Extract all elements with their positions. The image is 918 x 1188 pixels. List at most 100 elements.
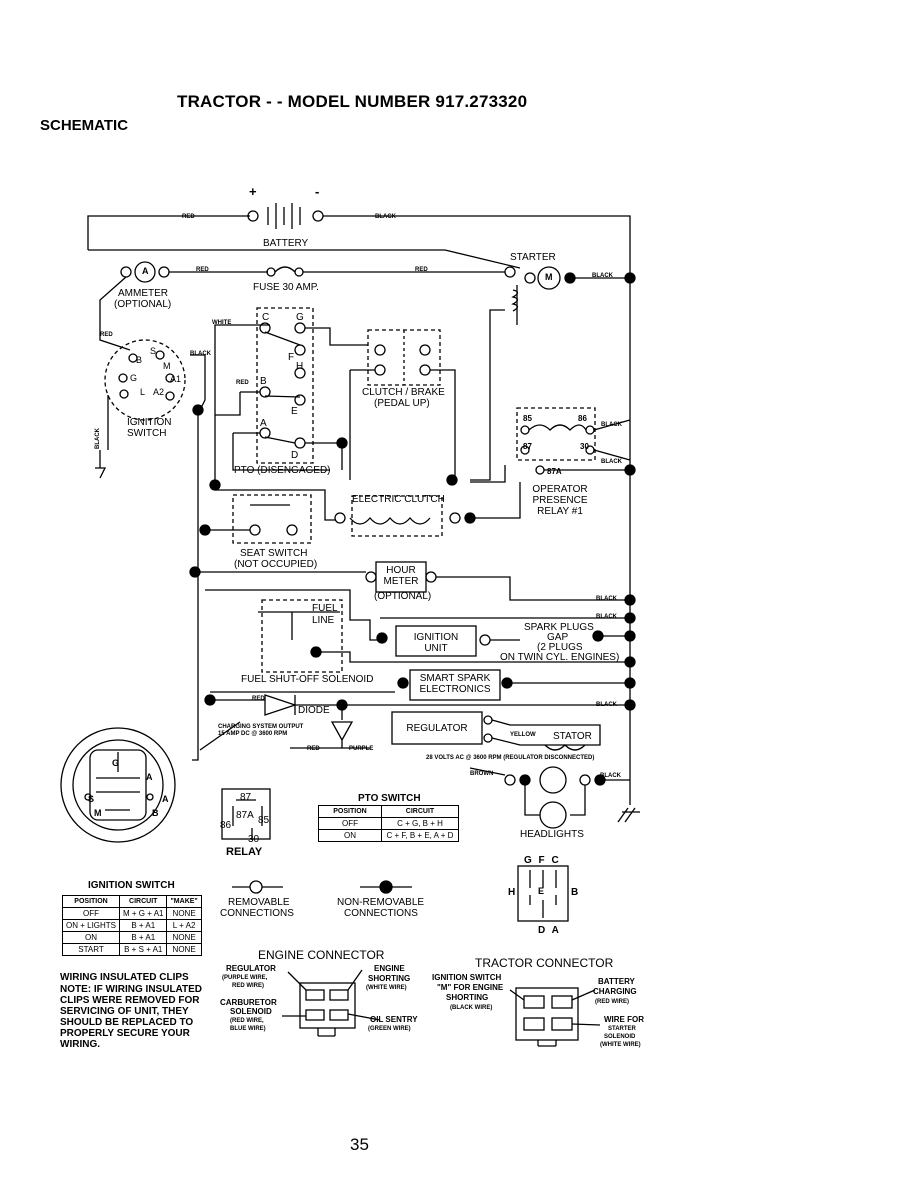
pto-connector-e: E [538, 886, 545, 896]
clutch-brake-label: CLUTCH / BRAKE [362, 387, 445, 398]
ign-table-cell: NONE [166, 943, 202, 956]
pto-connector-top: G F C [524, 855, 559, 866]
diode-label: DIODE [298, 705, 330, 716]
relay-term-86: 86 [578, 414, 587, 423]
fuel-solenoid-label: FUEL SHUT-OFF SOLENOID [241, 674, 374, 685]
ign-table-header: "MAKE" [166, 895, 202, 908]
clutch-brake-sub: (PEDAL UP) [374, 398, 430, 409]
ignition-switch-label: IGNITION [127, 417, 172, 428]
ign-table-cell: START [61, 943, 121, 956]
pto-term-g: G [296, 312, 304, 323]
wire-black-relay-2: BLACK [601, 459, 622, 465]
relay-diag-85: 85 [258, 815, 270, 826]
pto-term-e: E [291, 406, 298, 417]
relay-term-87: 87 [523, 442, 532, 451]
engine-conn-carburetor: CARBURETOR [220, 998, 277, 1007]
battery-label: BATTERY [263, 238, 309, 249]
page-title: TRACTOR - - MODEL NUMBER 917.273320 [177, 92, 528, 111]
wire-black-relay-1: BLACK [601, 422, 622, 428]
ign-table-cell: M + G + A1 [119, 907, 168, 920]
ign-diag-a1: A [146, 772, 153, 782]
pto-table-header: CIRCUIT [381, 805, 459, 818]
relay-diag-87: 87 [240, 792, 252, 803]
operator-presence-label-2: PRESENCE [532, 495, 588, 506]
legend-removable-2: CONNECTIONS [220, 908, 294, 919]
ign-term-b: B [136, 355, 143, 365]
wire-black-headlights: BLACK [600, 773, 621, 779]
pto-term-f: F [288, 352, 295, 363]
pto-table-cell: OFF [318, 817, 382, 830]
relay-term-85: 85 [523, 414, 532, 423]
tractor-conn-starter: WIRE FOR [604, 1015, 644, 1024]
ign-table-cell: B + A1 [119, 919, 168, 932]
legend-non-removable: NON-REMOVABLE [337, 897, 425, 908]
legend-removable: REMOVABLE [228, 897, 290, 908]
tractor-conn-ignition-3: SHORTING [446, 993, 489, 1002]
wire-red-diode: RED [252, 696, 265, 702]
engine-conn-shorting: ENGINE [374, 964, 405, 973]
tractor-conn-battery-2: CHARGING [593, 987, 637, 996]
engine-conn-oil-2: (GREEN WIRE) [368, 1026, 411, 1032]
pto-term-b: B [260, 376, 267, 387]
tractor-conn-starter-4: (WHITE WIRE) [600, 1042, 641, 1048]
pto-term-d: D [291, 450, 299, 461]
wire-black-starter: BLACK [592, 273, 613, 279]
ammeter-symbol: A [142, 266, 149, 276]
pto-table-cell: C + F, B + E, A + D [381, 829, 459, 842]
ign-diag-g: G [112, 758, 120, 768]
battery-plus: + [249, 184, 257, 199]
pto-connector-h: H [508, 887, 516, 898]
wiring-note-line: WIRING. [60, 1039, 100, 1050]
ign-table-cell: ON [61, 931, 121, 944]
wire-red-pto: RED [236, 380, 249, 386]
pto-connector-b: B [571, 887, 579, 898]
ign-table-cell: ON + LIGHTS [61, 919, 121, 932]
tractor-conn-starter-2: STARTER [608, 1026, 636, 1032]
ign-diag-a2: A [162, 794, 169, 804]
fuse-label: FUSE 30 AMP. [253, 282, 319, 293]
wiring-note-line: CLIPS WERE REMOVED FOR [60, 995, 200, 1006]
starter-label: STARTER [510, 252, 556, 263]
wiring-note-heading: WIRING INSULATED CLIPS [60, 972, 189, 983]
tractor-conn-ignition: IGNITION SWITCH [432, 973, 502, 982]
ign-diag-b: B [152, 808, 159, 818]
headlights-label: HEADLIGHTS [520, 829, 584, 840]
tractor-connector-title: TRACTOR CONNECTOR [475, 956, 614, 970]
ignition-unit-label-2: UNIT [424, 643, 448, 654]
tractor-conn-ignition-2: "M" FOR ENGINE [437, 983, 504, 992]
wire-black-ground: BLACK [95, 428, 101, 449]
ign-table-cell: NONE [166, 931, 202, 944]
engine-conn-regulator: REGULATOR [226, 964, 276, 973]
ign-term-a2: A2 [153, 387, 165, 397]
page-subtitle: SCHEMATIC [40, 117, 129, 134]
ammeter-label: AMMETER [118, 288, 168, 299]
engine-conn-carburetor-4: BLUE WIRE) [230, 1026, 266, 1032]
engine-conn-oil: OIL SENTRY [370, 1015, 418, 1024]
ign-table-header: CIRCUIT [119, 895, 168, 908]
relay-diag-87a: 87A [236, 810, 254, 821]
pto-table-cell: C + G, B + H [381, 817, 459, 830]
ign-table-cell: B + A1 [119, 931, 168, 944]
wiring-note-line: NOTE: IF WIRING INSULATED [60, 984, 203, 995]
smart-spark-label-2: ELECTRONICS [419, 684, 491, 695]
ign-table-cell: L + A2 [166, 919, 202, 932]
ignition-unit-label: IGNITION [413, 632, 459, 643]
wiring-note-line: PROPERLY SECURE YOUR [60, 1028, 190, 1039]
pto-table-header: POSITION [318, 805, 382, 818]
wire-brown: BROWN [470, 771, 494, 777]
wire-yellow: YELLOW [510, 732, 536, 738]
ign-term-l: L [140, 387, 146, 397]
engine-conn-shorting-3: (WHITE WIRE) [366, 985, 407, 991]
ign-term-s: S [150, 346, 157, 356]
wiring-note-line: SERVICING OF UNIT, THEY [60, 1006, 189, 1017]
tractor-conn-starter-3: SOLENOID [604, 1034, 636, 1040]
wire-red-reg: RED [307, 746, 320, 752]
